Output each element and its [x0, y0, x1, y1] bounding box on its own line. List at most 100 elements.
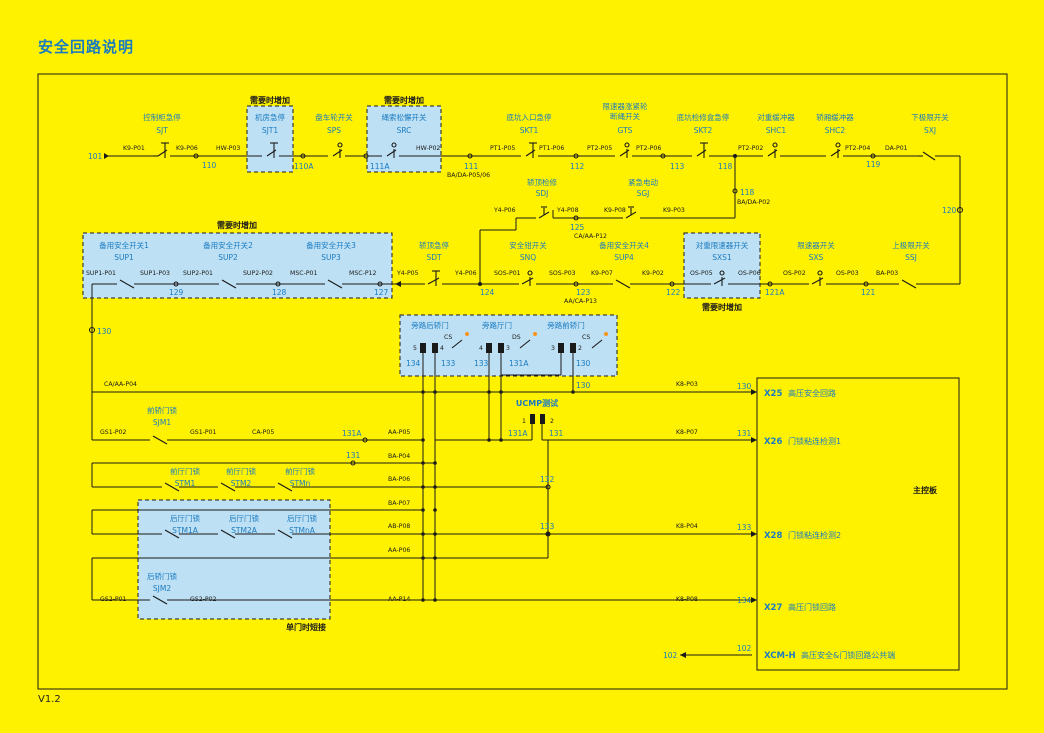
stm2-code: STM2 — [231, 479, 252, 488]
sup3-code: SUP3 — [321, 253, 341, 262]
node-122: 122 — [666, 288, 681, 297]
node-127: 127 — [374, 288, 389, 297]
bypass-node-133b: 133 — [474, 359, 489, 368]
ucmp-pin-2: 2 — [550, 418, 554, 425]
row2-contacts — [538, 206, 637, 219]
wire-sos-p01: SOS-P01 — [494, 270, 521, 277]
row3-contacts — [119, 270, 917, 289]
note-ba-da-p05: BA/DA-P05/06 — [447, 172, 490, 179]
wire-k8-p04: K8-P04 — [676, 523, 698, 530]
wire-gs2-p02: GS2-P02 — [190, 596, 217, 603]
ucmp-node-131: 131 — [549, 429, 564, 438]
wire-pt2-p05: PT2-P05 — [587, 145, 612, 152]
row1-wiring — [105, 155, 961, 284]
shc1-name: 对重缓冲器 — [757, 112, 795, 122]
sxj-code: SXJ — [924, 126, 936, 135]
snq-code: SNQ — [520, 253, 536, 262]
wire-os-p03: OS-P03 — [836, 270, 859, 277]
note-ca-aa-p12: CA/AA-P12 — [574, 233, 607, 240]
wire-os-p05: OS-P05 — [690, 270, 713, 277]
wire-k9-p03: K9-P03 — [663, 207, 685, 214]
node-118-mid: 118 — [740, 188, 755, 197]
skt1-code: SKT1 — [520, 126, 539, 135]
wire-aa-p14: AA-P14 — [388, 596, 410, 603]
terminal-node-133: 133 — [737, 523, 752, 532]
wire-pt2-p02: PT2-P02 — [738, 145, 763, 152]
terminal-node-131: 131 — [737, 429, 752, 438]
node-119: 119 — [866, 160, 881, 169]
wire-sup1-p03: SUP1-P03 — [140, 270, 170, 277]
stm1a-name: 后厅门锁 — [170, 513, 200, 523]
shc2-name: 轿厢缓冲器 — [816, 112, 854, 122]
terminal-node-134: 134 — [737, 596, 752, 605]
src-name: 绳索松懈开关 — [382, 112, 427, 122]
ucmp-node-131a: 131A — [508, 429, 528, 438]
terminal-node-102: 102 — [737, 644, 752, 653]
main-board-frame — [756, 377, 960, 671]
bypass-contacts — [420, 332, 608, 353]
wire-ba-p03: BA-P03 — [876, 270, 898, 277]
wire-sup2-p01: SUP2-P01 — [183, 270, 213, 277]
door-node-131: 131 — [346, 451, 361, 460]
gts-name: 限速器涨紧轮断绳开关 — [603, 101, 648, 121]
note-aa-ca-p13: AA/CA-P13 — [564, 298, 597, 305]
input-node-102: 102 — [663, 651, 678, 660]
skt2-code: SKT2 — [694, 126, 713, 135]
sgj-code: SGJ — [637, 189, 650, 198]
wire-ba-p06: BA-P06 — [388, 476, 410, 483]
node-112: 112 — [570, 162, 585, 171]
bypass-pin-2: 2 — [578, 345, 582, 352]
note-add-sup: 需要时增加 — [217, 220, 257, 230]
sup1-name: 备用安全开关1 — [99, 240, 149, 250]
optional-box-src — [366, 105, 442, 173]
bypass-front-car-door: 旁路前轿门 — [547, 320, 585, 330]
optional-box-sxs1 — [683, 232, 761, 299]
sup1-code: SUP1 — [114, 253, 134, 262]
wire-gs1-p02: GS1-P02 — [100, 429, 127, 436]
note-add-src: 需要时增加 — [384, 95, 424, 105]
wire-y4-p06-r3: Y4-P06 — [454, 270, 477, 277]
wire-ab-p08: AB-P08 — [388, 523, 410, 530]
version-label: V1.2 — [38, 694, 61, 705]
wire-ca-p05: CA-P05 — [252, 429, 274, 436]
sup3-name: 备用安全开关3 — [306, 240, 356, 250]
stm2a-code: STM2A — [231, 526, 258, 535]
sup2-name: 备用安全开关2 — [203, 240, 253, 250]
wire-hw-p03: HW-P03 — [216, 145, 240, 152]
sdj-code: SDJ — [536, 189, 549, 198]
stmn-code: STMn — [290, 479, 311, 488]
ssj-name: 上极限开关 — [892, 240, 930, 250]
rear-door-box — [137, 499, 331, 620]
terminal-node-130: 130 — [737, 382, 752, 391]
note-short-single-door: 单门时短接 — [286, 622, 326, 632]
node-129: 129 — [169, 288, 184, 297]
sup4-code: SUP4 — [614, 253, 634, 262]
ucmp-title: UCMP测试 — [516, 398, 558, 408]
wire-k9-p07: K9-P07 — [591, 270, 613, 277]
terminal-x27: X27 — [764, 603, 782, 613]
bypass-ds: DS — [512, 334, 521, 341]
note-add-sjt1: 需要时增加 — [250, 95, 290, 105]
node-110: 110 — [202, 161, 217, 170]
gts-code: GTS — [618, 126, 633, 135]
bypass-cs-2: CS — [582, 334, 590, 341]
wire-pt1-p06: PT1-P06 — [539, 145, 564, 152]
ucmp-test-switch — [506, 414, 548, 441]
wire-y4-p06-r2: Y4-P06 — [493, 207, 516, 214]
wire-k9-p06: K9-P06 — [176, 145, 198, 152]
wire-da-p01: DA-P01 — [885, 145, 908, 152]
wire-msc-p12: MSC-P12 — [349, 270, 376, 277]
sdj-name: 轿顶检修 — [527, 177, 557, 187]
terminal-x28-desc: 门锁粘连检测2 — [788, 530, 841, 540]
wire-hw-p02: HW-P02 — [416, 145, 440, 152]
node-130-left: 130 — [97, 327, 112, 336]
door-contacts — [152, 435, 293, 605]
sjt1-name: 机房急停 — [255, 112, 285, 122]
wire-msc-p01: MSC-P01 — [290, 270, 317, 277]
wire-k9-p08: K9-P08 — [604, 207, 626, 214]
sjt-code: SJT — [156, 126, 168, 135]
wire-pt1-p05: PT1-P05 — [490, 145, 515, 152]
sjm1-code: SJM1 — [153, 418, 171, 427]
bypass-landing-door: 旁路厅门 — [482, 320, 512, 330]
